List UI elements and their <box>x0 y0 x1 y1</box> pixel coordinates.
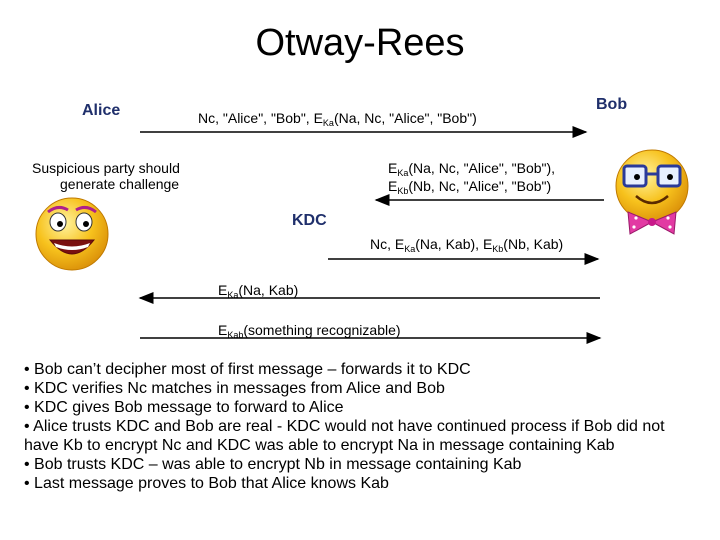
explanation-bullets: • Bob can’t decipher most of first messa… <box>24 360 684 493</box>
message-2-line-2: EKb(Nb, Nc, "Alice", "Bob") <box>388 178 552 196</box>
note-line-2: generate challenge <box>60 176 180 192</box>
message-1-label: Nc, "Alice", "Bob", EKa(Na, Nc, "Alice",… <box>198 110 477 128</box>
bullet-5: • Bob trusts KDC – was able to encrypt N… <box>24 456 522 473</box>
message-4-label: EKa(Na, Kab) <box>218 282 299 300</box>
alice-smiley-icon <box>35 197 109 271</box>
message-2-line-1: EKa(Na, Nc, "Alice", "Bob"), <box>388 160 556 178</box>
alice-label: Alice <box>82 102 121 119</box>
message-5-label: EKab(something recognizable) <box>218 322 401 340</box>
message-3-label: Nc, EKa(Na, Kab), EKb(Nb, Kab) <box>370 236 564 254</box>
suspicious-party-note: Suspicious party should generate challen… <box>32 160 180 192</box>
bob-smiley-icon <box>615 149 689 235</box>
bob-label: Bob <box>596 96 628 113</box>
kdc-label: KDC <box>292 212 327 229</box>
note-line-1: Suspicious party should <box>32 160 180 176</box>
bullet-1: • Bob can’t decipher most of first messa… <box>24 361 471 378</box>
bullet-2: • KDC verifies Nc matches in messages fr… <box>24 380 445 397</box>
bullet-4: • Alice trusts KDC and Bob are real - KD… <box>24 418 665 454</box>
bullet-3: • KDC gives Bob message to forward to Al… <box>24 399 344 416</box>
bullet-6: • Last message proves to Bob that Alice … <box>24 475 389 492</box>
page-title: Otway-Rees <box>255 22 465 64</box>
